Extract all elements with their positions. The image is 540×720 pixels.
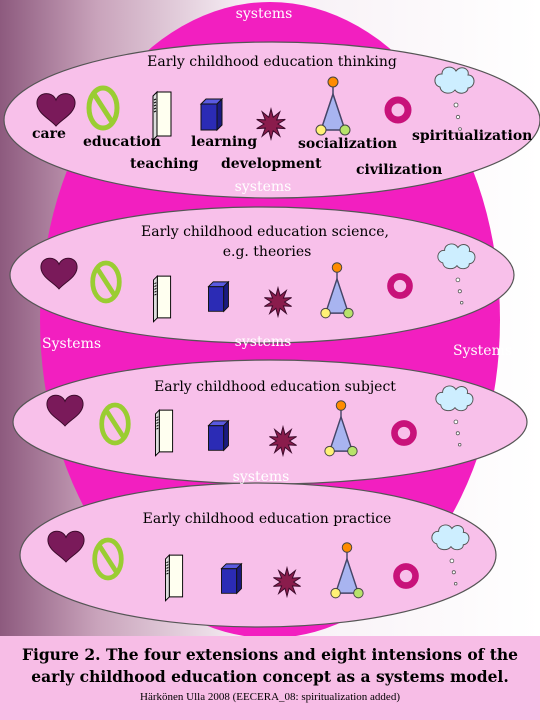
caption-line-2: early childhood education concept as a s… — [31, 667, 509, 686]
ellipse-practice — [19, 482, 497, 628]
ring-icon — [384, 96, 412, 124]
ring-icon — [393, 563, 419, 589]
book-icon — [165, 553, 184, 602]
no-sign-icon — [86, 85, 120, 131]
intension-socialization: socialization — [298, 136, 398, 152]
triangle-network-icon — [324, 400, 358, 457]
intension-education: education — [83, 134, 161, 150]
ellipse-science — [9, 206, 515, 344]
starburst-icon — [269, 424, 297, 458]
starburst-icon — [264, 285, 292, 319]
level-science-title-line1: Early childhood education science, — [141, 224, 389, 240]
thought-cloud-icon — [434, 66, 475, 131]
caption-title: Figure 2. The four extensions and eight … — [0, 644, 540, 688]
triangle-network-icon — [315, 76, 351, 136]
level-thinking-systems-label: systems — [234, 179, 292, 195]
no-sign-icon — [92, 537, 124, 581]
intension-spiritualization: spiritualization — [412, 128, 533, 144]
thought-cloud-icon — [437, 243, 476, 305]
ring-icon — [387, 273, 413, 299]
level-thinking-title: Early childhood education thinking — [147, 54, 397, 70]
heart-icon — [47, 530, 85, 563]
caption-line-1: Figure 2. The four extensions and eight … — [21, 645, 519, 664]
level-subject-title: Early childhood education subject — [154, 379, 396, 395]
heart-icon — [40, 257, 78, 290]
no-sign-icon — [90, 260, 122, 304]
intension-development: development — [221, 156, 322, 172]
cube-icon — [207, 280, 230, 313]
book-icon — [155, 408, 174, 457]
caption-credit: Härkönen Ulla 2008 (EECERA_08: spiritual… — [140, 691, 400, 703]
no-sign-icon — [99, 402, 131, 446]
side-label-left: Systems — [42, 336, 102, 352]
intension-teaching: teaching — [130, 156, 199, 172]
level-practice-title: Early childhood education practice — [142, 511, 392, 527]
book-icon — [152, 90, 172, 142]
heart-icon — [36, 93, 76, 127]
cube-icon — [207, 419, 230, 452]
thought-cloud-icon — [435, 385, 474, 447]
intension-learning: learning — [191, 134, 258, 150]
triangle-network-icon — [330, 542, 364, 599]
book-icon — [153, 274, 172, 323]
intension-care: care — [32, 126, 66, 142]
heart-icon — [46, 394, 84, 427]
level-science-systems-label: systems — [234, 334, 292, 350]
ring-icon — [391, 420, 417, 446]
thought-cloud-icon — [431, 524, 470, 586]
diagram-shapes — [3, 2, 540, 636]
intension-civilization: civilization — [356, 162, 443, 178]
level-subject-systems-label: systems — [232, 469, 290, 485]
cube-icon — [199, 97, 224, 132]
level-science-title-line2: e.g. theories — [222, 244, 312, 260]
figure-caption: Figure 2. The four extensions and eight … — [0, 636, 540, 720]
starburst-icon — [273, 565, 301, 599]
side-label-right: Systems — [453, 343, 513, 359]
starburst-icon — [256, 107, 286, 141]
cube-icon — [220, 562, 243, 595]
triangle-network-icon — [320, 262, 354, 319]
top-systems-label: systems — [235, 6, 293, 22]
